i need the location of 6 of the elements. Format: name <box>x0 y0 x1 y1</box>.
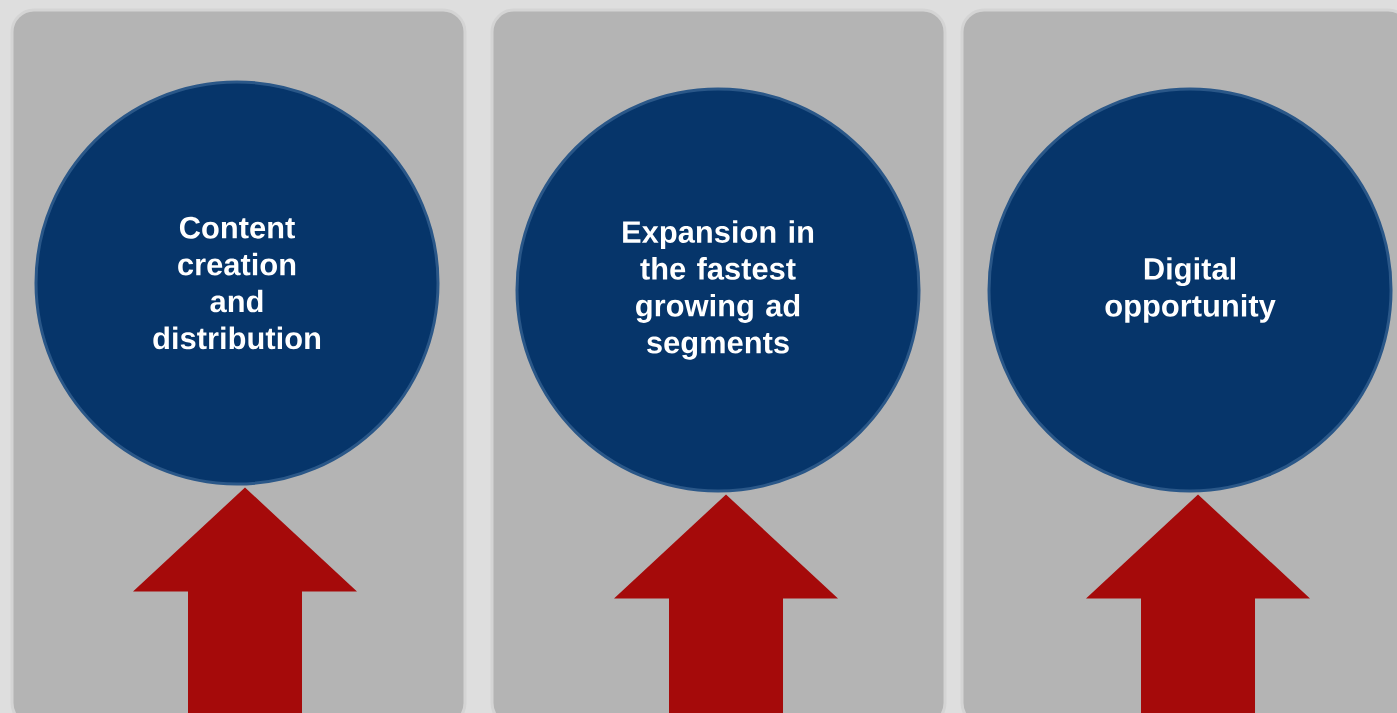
circle-node: Content creation and distribution <box>34 80 440 486</box>
block-arrow <box>1086 494 1310 713</box>
circle-node: Digital opportunity <box>987 87 1393 493</box>
circle-node: Expansion in the fastest growing ad segments <box>515 87 921 493</box>
block-arrow <box>133 487 357 713</box>
block-arrow <box>614 494 838 713</box>
